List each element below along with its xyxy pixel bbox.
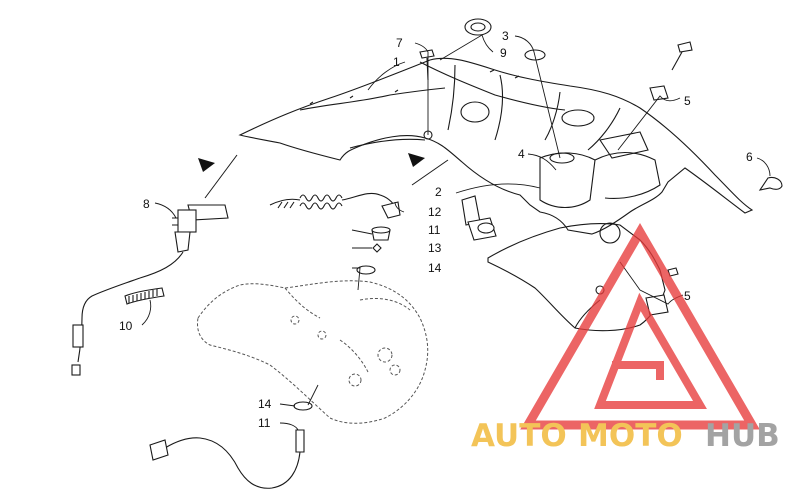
callout-2: 2 [435, 185, 442, 199]
fasteners [293, 18, 783, 411]
grommet-stack [356, 226, 391, 275]
callout-14-lower: 14 [258, 397, 272, 411]
callout-labels: 1 2 3 4 5 5 6 7 8 9 10 11 11 12 13 14 14 [119, 29, 753, 430]
callout-3: 3 [502, 29, 509, 43]
ignition-switch [139, 204, 229, 279]
arrow-marker-left [198, 158, 215, 172]
base-outline [197, 280, 429, 424]
callout-12: 12 [428, 205, 442, 219]
cable-assembly [71, 277, 165, 376]
watermark-text-auto: AUTO [471, 418, 567, 454]
callout-6: 6 [746, 150, 753, 164]
automotohub-watermark: AUTO MOTO HUB [471, 223, 780, 454]
callout-4: 4 [518, 147, 525, 161]
callout-9: 9 [500, 46, 507, 60]
callout-10: 10 [119, 319, 133, 333]
callout-5-upper: 5 [684, 94, 691, 108]
watermark-text-hub: HUB [705, 418, 780, 454]
toggle-switch [461, 195, 497, 241]
spring-cable [269, 192, 401, 219]
callout-1: 1 [393, 55, 400, 69]
callout-7: 7 [396, 36, 403, 50]
callout-13: 13 [428, 241, 442, 255]
watermark-text-moto: MOTO [578, 418, 683, 454]
arrow-marker-center [408, 153, 425, 167]
callout-11-lower: 11 [258, 416, 271, 430]
direction-arrows [198, 153, 449, 199]
callout-14-upper: 14 [428, 261, 442, 275]
callout-5-lower: 5 [684, 289, 691, 303]
callout-8: 8 [143, 197, 150, 211]
callout-11-upper: 11 [428, 223, 441, 237]
wire-harness [149, 429, 305, 489]
console-panel [238, 57, 754, 295]
